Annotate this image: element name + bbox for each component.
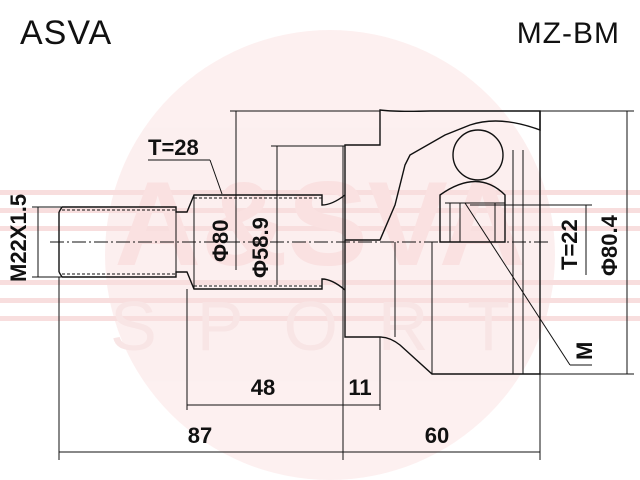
- label-87: 87: [188, 423, 212, 448]
- watermark-text-2: SPORT: [110, 287, 550, 365]
- dimension-lines: [32, 110, 634, 460]
- label-phi80-4: Φ80.4: [597, 214, 622, 276]
- label-60: 60: [425, 423, 449, 448]
- label-m: M: [572, 342, 597, 360]
- part-number: MZ-BM: [516, 17, 620, 50]
- label-t28: T=28: [148, 135, 199, 160]
- label-phi58-9: Φ58.9: [248, 217, 273, 278]
- brand-label: ASVA: [20, 14, 113, 52]
- label-11: 11: [348, 375, 371, 400]
- threaded-stub: [58, 194, 346, 291]
- label-48: 48: [251, 375, 275, 400]
- watermark-logo: A&SVA SPORT: [0, 30, 640, 480]
- label-t22: T=22: [557, 219, 582, 270]
- label-thread: M22X1.5: [6, 194, 31, 282]
- label-phi80: Φ80: [208, 219, 233, 262]
- watermark-text-1: A&SVA: [114, 157, 525, 291]
